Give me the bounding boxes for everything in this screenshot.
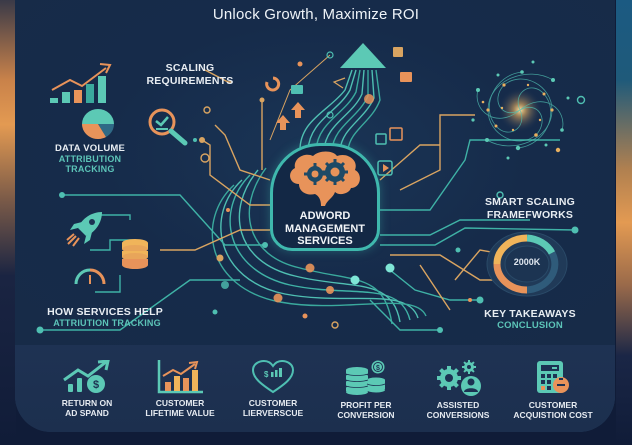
bar-chart-trend-icon <box>157 360 203 394</box>
calculator-icon <box>537 361 569 393</box>
metric-customer-lifetime-value: CUSTOMER LIFETIME VALUE <box>132 360 228 418</box>
how-services-help-title: HOW SERVICES HELP <box>47 306 163 318</box>
growth-arrow-icon <box>340 43 386 68</box>
scaling-line1: SCALING <box>165 62 215 74</box>
metric-label: CUSTOMER LIERVERSCUE <box>242 398 304 418</box>
smart-scaling-title: SMART SCALING FRAMEFWORKS <box>475 196 585 222</box>
metric-customer-lierverscue: $ CUSTOMER LIERVERSCUE <box>225 360 321 418</box>
metric-label: CUSTOMER LIFETIME VALUE <box>145 398 215 418</box>
magnifier-check-icon <box>148 108 188 146</box>
coin-stacks-icon: $ <box>345 360 386 395</box>
center-line3: SERVICES <box>297 235 353 247</box>
spiral-galaxy-network-icon <box>471 60 586 160</box>
smart-scaling-line2: FRAMEFWORKS <box>486 209 574 221</box>
pie-chart-icon <box>82 109 114 139</box>
data-volume-label: DATA VOLUME <box>54 143 126 154</box>
infographic-panel <box>15 0 615 432</box>
conclusion-label: CONCLUSION <box>497 320 563 331</box>
svg-text:$: $ <box>264 370 269 379</box>
svg-text:$: $ <box>376 365 380 372</box>
scaling-line2: REQUIREMENTS <box>146 75 234 87</box>
gears-user-icon <box>437 360 481 396</box>
center-title: ADWORD MANAGEMENT SERVICES <box>270 210 380 248</box>
growth-bar-chart-icon <box>50 63 112 103</box>
brain-gears-icon <box>290 151 360 206</box>
heart-chart-icon: $ <box>251 360 295 394</box>
right-orange-glow <box>616 0 632 445</box>
smart-scaling-line1: SMART SCALING <box>484 196 576 208</box>
left-orange-glow <box>0 0 16 445</box>
metric-label: CUSTOMER ACQUISTION COST <box>513 400 593 420</box>
center-line2: MANAGEMENT <box>284 222 366 235</box>
metric-return-on-ad-spand: $ RETURN ON AD SPAND <box>39 360 135 418</box>
attribution-tracking-label: ATTRIBUTION TRACKING <box>58 154 122 174</box>
metric-profit-per-conversion: $ PROFIT PER CONVERSION <box>318 360 414 420</box>
metric-label: PROFIT PER CONVERSION <box>337 400 395 420</box>
center-line1: ADWORD <box>299 210 351 222</box>
metrics-bar <box>15 345 615 432</box>
scaling-requirements-title: SCALING REQUIREMENTS <box>140 62 240 88</box>
metric-assisted-conversions: ASSISTED CONVERSIONS <box>410 360 506 420</box>
key-takeaways-title: KEY TAKEAWAYS <box>484 308 576 320</box>
growth-dollar-icon: $ <box>63 360 110 393</box>
page-title: Unlock Growth, Maximize ROI <box>212 6 420 23</box>
metric-customer-acquistion-cost: CUSTOMER ACQUISTION COST <box>505 360 601 420</box>
svg-text:$: $ <box>93 379 99 391</box>
rocket-icon <box>66 212 102 247</box>
gauge-value: 2000K <box>513 257 541 267</box>
donut-gauge-icon <box>486 231 568 297</box>
attriution-tracking-label: ATTRIUTION TRACKING <box>53 318 161 328</box>
database-stack-icon <box>122 239 148 269</box>
metric-label: ASSISTED CONVERSIONS <box>426 400 490 420</box>
speedometer-icon <box>74 268 106 285</box>
metric-label: RETURN ON AD SPAND <box>61 398 113 418</box>
